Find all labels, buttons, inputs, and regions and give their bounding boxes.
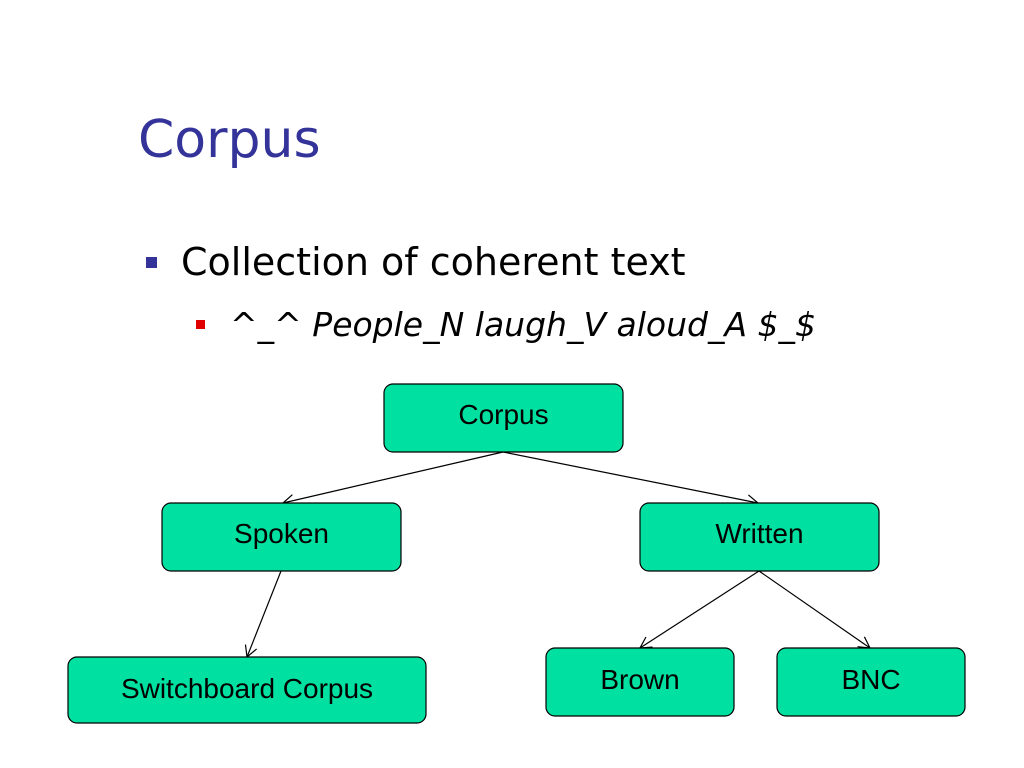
edge-written-brown [638,570,760,649]
bullet-text: Collection of coherent text [181,240,686,284]
edge-corpus-written [502,451,760,508]
sub-bullet-square-icon [196,319,205,329]
slide-title: Corpus [138,110,321,170]
node-spoken: Spoken [161,502,402,572]
node-corpus-label: Corpus [458,399,548,430]
edge-spoken-switchboard [244,570,282,659]
node-written: Written [639,502,880,572]
bullet-square-icon [146,256,157,268]
edge-corpus-spoken [281,451,504,507]
node-spoken-label: Spoken [234,518,329,549]
sub-bullet-text: ^_^ People_N laugh_V aloud_A $_$ [230,304,817,344]
node-corpus: Corpus [383,383,624,453]
node-switchboard: Switchboard Corpus [67,656,427,724]
edge-written-bnc [758,570,872,649]
node-written-label: Written [715,518,803,549]
sub-bullet-item: ^_^ People_N laugh_V aloud_A $_$ [196,302,816,346]
node-brown-label: Brown [600,664,679,695]
node-switchboard-label: Switchboard Corpus [121,673,373,704]
node-bnc-label: BNC [841,664,900,695]
bullet-item: Collection of coherent text [146,236,686,288]
node-brown: Brown [545,647,735,717]
node-bnc: BNC [776,647,966,717]
